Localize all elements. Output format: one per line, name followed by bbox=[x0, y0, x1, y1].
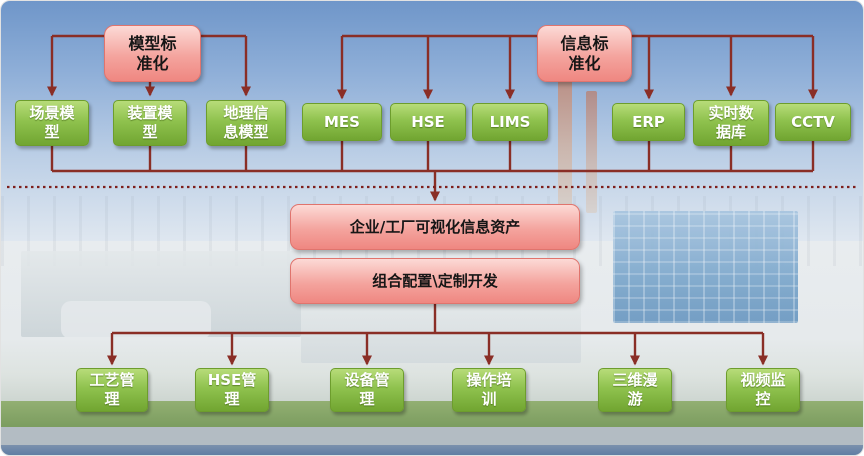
node-process-management: 工艺管 理 bbox=[76, 368, 148, 412]
node-realtime-database: 实时数 据库 bbox=[693, 100, 769, 146]
node-video-surveillance: 视频监 控 bbox=[726, 368, 800, 412]
node-3d-roaming: 三维漫 游 bbox=[598, 368, 672, 412]
bottom-strip bbox=[1, 445, 863, 455]
node-mes: MES bbox=[302, 103, 382, 141]
node-lims: LIMS bbox=[472, 103, 548, 141]
node-visual-information-assets: 企业/工厂可视化信息资产 bbox=[290, 204, 580, 250]
road bbox=[1, 427, 863, 449]
node-scene-model: 场景模 型 bbox=[15, 100, 89, 146]
node-erp: ERP bbox=[612, 103, 685, 141]
node-hse-management: HSE管 理 bbox=[195, 368, 269, 412]
node-device-model: 装置模 型 bbox=[113, 100, 187, 146]
node-equipment-management: 设备管 理 bbox=[330, 368, 404, 412]
node-model-standardization: 模型标 准化 bbox=[104, 25, 201, 82]
node-information-standardization: 信息标 准化 bbox=[537, 25, 632, 82]
chimney bbox=[586, 91, 597, 213]
node-hse: HSE bbox=[390, 103, 466, 141]
office-building bbox=[613, 211, 798, 323]
chimney bbox=[558, 56, 572, 211]
node-cctv: CCTV bbox=[775, 103, 851, 141]
node-gis-model: 地理信 息模型 bbox=[206, 100, 286, 146]
node-operation-training: 操作培 训 bbox=[452, 368, 526, 412]
node-config-custom-development: 组合配置\定制开发 bbox=[290, 258, 580, 304]
